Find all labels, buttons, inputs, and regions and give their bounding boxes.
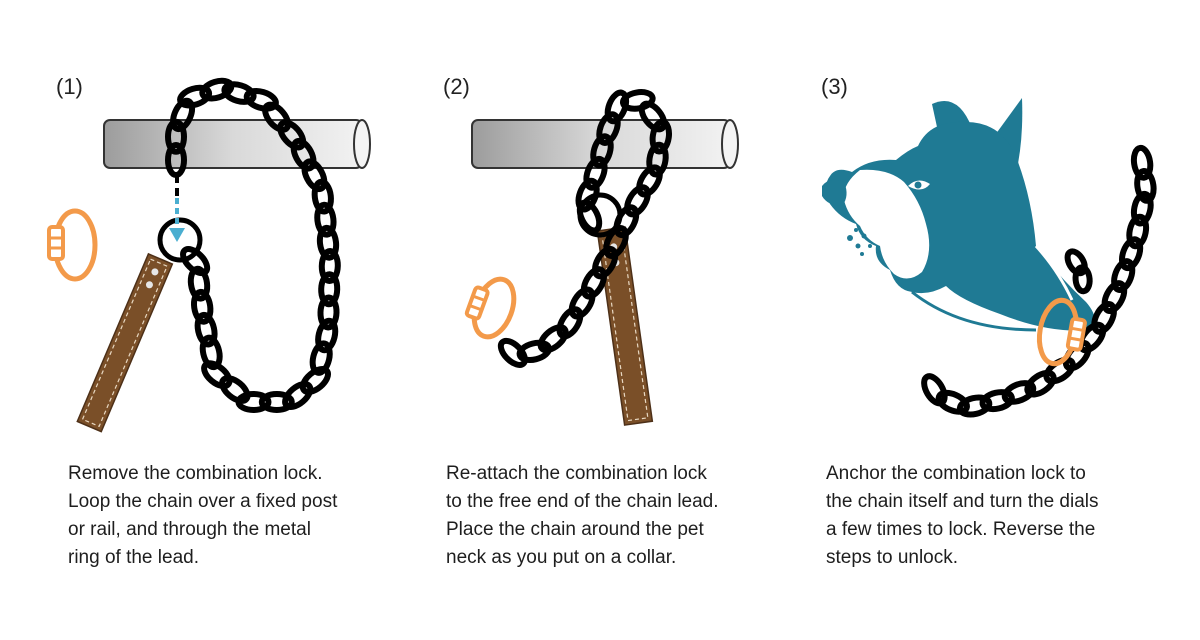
step-3-panel: (3) (800, 0, 1200, 640)
chain-link (177, 84, 213, 109)
chain-link (636, 164, 663, 198)
chain-link (317, 294, 340, 331)
chain-link (1091, 301, 1117, 335)
step-3-caption-line: steps to unlock. (826, 547, 959, 568)
step-1-illustration (47, 77, 371, 433)
chain-link (221, 81, 257, 105)
step-1-caption-line: or rail, and through the metal (68, 519, 311, 540)
chain-link (580, 266, 607, 300)
step-3-number: (3) (821, 74, 848, 99)
chain-link (979, 389, 1015, 413)
step-1-panel: (1) Remove th (0, 0, 400, 640)
chain-link (194, 311, 218, 348)
chain-link (583, 155, 608, 191)
chain-link (1126, 213, 1150, 250)
chain-link (1111, 258, 1136, 293)
chain-link (219, 375, 251, 404)
step-2-caption-line: Place the chain around the pet (446, 519, 704, 540)
chain-link (301, 158, 328, 193)
chain-link (314, 201, 337, 238)
step-2-panel: (2) Re-attach the combination lock to th… (400, 0, 800, 640)
step-3-caption: Anchor the combination lock to the chain… (826, 460, 1156, 572)
step-2-caption-line: neck as you put on a collar. (446, 547, 677, 568)
chain-link (497, 337, 528, 368)
chain-link (921, 373, 948, 407)
step-2-illustration (464, 89, 739, 426)
leash-icon (76, 252, 174, 433)
chain-link (590, 133, 614, 169)
chain-link (1130, 190, 1154, 227)
chain-link (1101, 280, 1128, 314)
chain-link (556, 306, 584, 340)
post-icon (103, 119, 371, 169)
chain-link (199, 334, 223, 371)
chain-link (191, 288, 214, 325)
step-3-illustration (822, 98, 1157, 418)
chain-link (596, 111, 621, 146)
combination-lock-icon (464, 276, 517, 340)
chain-link (1024, 369, 1057, 398)
chain-link (516, 339, 552, 363)
chain-link (537, 324, 569, 354)
chain-link (624, 184, 651, 218)
chain-link (603, 225, 629, 259)
step-3-caption-line: Anchor the combination lock to (826, 463, 1086, 484)
chain-link (1064, 248, 1088, 277)
step-2-caption-line: Re-attach the combination lock (446, 463, 707, 484)
chain-link (649, 118, 672, 155)
chain-link (258, 391, 295, 413)
chain-link (638, 100, 668, 133)
chain-link (311, 178, 334, 215)
chain-link (1077, 321, 1107, 354)
chain-link (568, 286, 596, 320)
chain-link (592, 245, 619, 280)
chain-link (318, 271, 341, 308)
chain-link (180, 246, 211, 277)
chain-link (1001, 380, 1037, 405)
chain-link (315, 317, 339, 354)
step-1-caption-line: Loop the chain over a fixed post (68, 491, 338, 512)
chain-link (619, 89, 656, 112)
chain-link (1072, 264, 1093, 295)
chain-link (277, 119, 307, 151)
step-1-number: (1) (56, 74, 83, 99)
chain-link (262, 101, 292, 133)
combination-lock-icon (1036, 297, 1087, 367)
chain-link (316, 224, 340, 261)
combination-lock-icon (47, 208, 98, 282)
dog-head-icon (822, 98, 1095, 332)
step-2-caption-line: to the free end of the chain lead. (446, 491, 719, 512)
lead-ring-icon (157, 217, 203, 263)
step-3-caption-line: the chain itself and turn the dials (826, 491, 1099, 512)
step-2-caption: Re-attach the combination lock to the fr… (446, 460, 776, 572)
step-1-caption-line: ring of the lead. (68, 547, 199, 568)
chain-link (646, 141, 669, 178)
chain-link (290, 137, 317, 172)
chain-link (318, 248, 341, 284)
step-2-number: (2) (443, 74, 470, 99)
chain-link (170, 97, 196, 133)
chain-link (299, 366, 331, 395)
chain-link (935, 389, 970, 415)
step-3-caption-line: a few times to lock. Reverse the (826, 519, 1096, 540)
chain-link (1130, 144, 1154, 181)
step-1-caption-line: Remove the combination lock. (68, 463, 323, 484)
lead-ring-icon (577, 192, 623, 238)
leash-icon (596, 226, 654, 426)
chain-icon (165, 77, 341, 413)
chain-link (604, 89, 630, 125)
step-1-caption: Remove the combination lock. Loop the ch… (68, 460, 398, 572)
arrow-down-icon (169, 198, 185, 242)
chain-link (1119, 236, 1144, 272)
